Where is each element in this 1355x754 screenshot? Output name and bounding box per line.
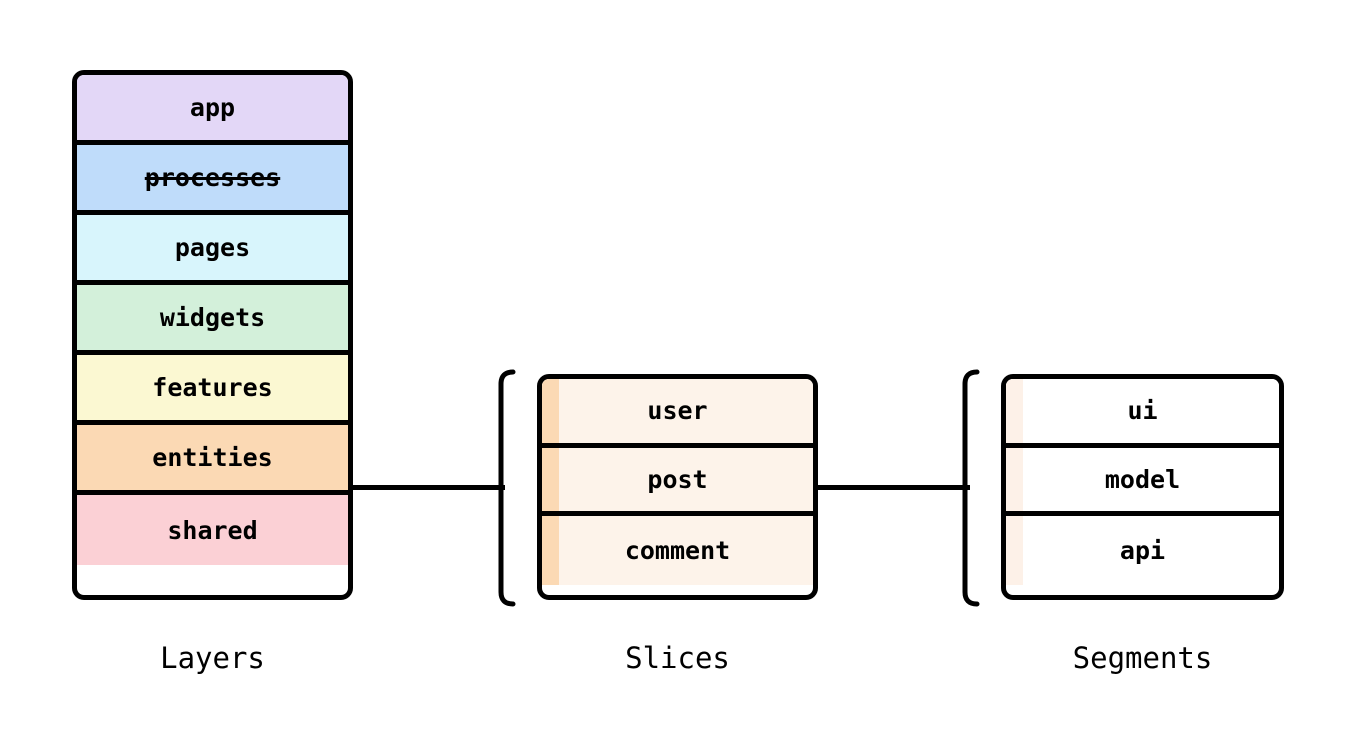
connector-layers-to-slices [353, 485, 505, 490]
segments-stack: ui model api [1001, 374, 1284, 600]
layers-row-label: pages [174, 233, 251, 262]
segments-row-label: api [1119, 536, 1166, 566]
layers-row[interactable]: features [77, 355, 348, 425]
layers-row-label: shared [167, 515, 258, 545]
slices-row[interactable]: comment [542, 516, 813, 585]
layers-row-label: app [189, 93, 236, 122]
slices-row-label: post [647, 464, 708, 494]
slices-bracket-icon [498, 369, 516, 607]
layers-caption: Layers [160, 641, 265, 675]
segments-row-label: model [1104, 464, 1181, 494]
slices-stack: user post comment [537, 374, 818, 600]
slices-row-accent-strip [542, 516, 559, 585]
layers-stack: app processes pages widgets features entities… [72, 70, 353, 600]
connector-slices-to-segments [818, 485, 970, 490]
segments-row[interactable]: api [1006, 516, 1279, 585]
slices-caption: Slices [625, 641, 730, 675]
segments-row-accent-strip [1006, 379, 1023, 443]
layers-row-label: entities [152, 443, 273, 472]
layers-row[interactable]: shared [77, 495, 348, 565]
slices-row-label: comment [624, 536, 731, 566]
segments-bracket-icon [962, 369, 980, 607]
segments-row-accent-strip [1006, 516, 1023, 585]
segments-row-label: ui [1127, 396, 1158, 426]
slices-row[interactable]: user [542, 379, 813, 448]
segments-row-accent-strip [1006, 447, 1023, 512]
layers-row-label: features [152, 373, 273, 402]
segments-row[interactable]: model [1006, 447, 1279, 517]
layers-row[interactable]: processes [77, 145, 348, 215]
slices-row-label: user [647, 396, 708, 426]
slices-row[interactable]: post [542, 447, 813, 517]
layers-row[interactable]: pages [77, 215, 348, 285]
layers-row[interactable]: widgets [77, 285, 348, 355]
layers-row[interactable]: app [77, 75, 348, 145]
segments-caption: Segments [1072, 641, 1213, 675]
segments-row[interactable]: ui [1006, 379, 1279, 448]
layers-row-label: processes [144, 163, 281, 192]
slices-row-accent-strip [542, 379, 559, 443]
layers-row-label: widgets [159, 303, 266, 332]
layers-row[interactable]: entities [77, 425, 348, 495]
slices-row-accent-strip [542, 447, 559, 512]
